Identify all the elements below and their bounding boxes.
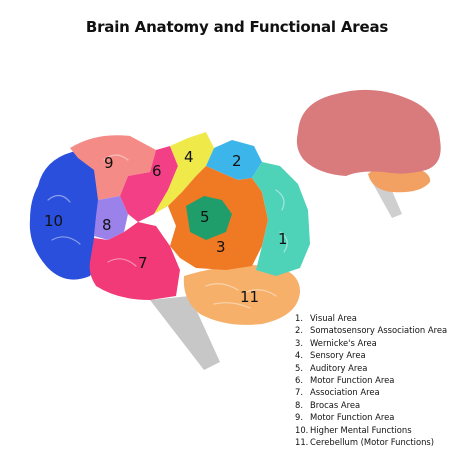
region-label-5: 5 <box>200 208 210 226</box>
legend-number: 5. <box>295 362 303 373</box>
legend-label: Motor Function Area <box>310 412 395 423</box>
main-brainstem <box>150 296 220 370</box>
region-4-sensory <box>154 132 214 214</box>
region-6-motor-function <box>120 146 178 222</box>
region-label-4: 4 <box>184 148 194 166</box>
region-label-9: 9 <box>104 154 114 172</box>
region-1-visual <box>252 162 310 276</box>
region-label-7: 7 <box>138 254 148 272</box>
region-11-cerebellum <box>183 265 300 325</box>
legend-label: Somatosensory Association Area <box>310 325 448 336</box>
region-label-2: 2 <box>232 152 242 170</box>
region-8-broca <box>94 196 128 240</box>
region-label-3: 3 <box>216 238 226 256</box>
legend-list: 1. Visual Area 2. Somatosensory Associatio… <box>295 312 447 448</box>
region-label-1: 1 <box>278 230 288 248</box>
sulci-lines <box>47 154 288 309</box>
legend-number: 9. <box>295 412 303 423</box>
region-label-6: 6 <box>152 162 162 180</box>
legend-label: Wernicke's Area <box>310 337 377 348</box>
legend-label: Motor Function Area <box>310 375 395 386</box>
legend-item: 10.Higher Mental Functions <box>295 424 447 436</box>
legend-item: 6. Motor Function Area <box>295 374 447 386</box>
legend-item: 1. Visual Area <box>295 312 447 324</box>
legend-label: Brocas Area <box>310 399 361 410</box>
diagram-title: Brain Anatomy and Functional Areas <box>85 18 389 36</box>
region-10-higher-mental <box>29 150 104 280</box>
small-brain-illustration <box>296 89 441 218</box>
region-label-10: 10 <box>44 212 63 230</box>
legend-number: 6. <box>295 375 303 386</box>
legend-item: 11.Cerebellum (Motor Functions) <box>295 436 447 448</box>
region-7-association <box>89 222 180 300</box>
region-2-somatosensory <box>206 140 262 180</box>
legend-item: 7. Association Area <box>295 386 447 398</box>
legend-item: 4. Sensory Area <box>295 349 447 361</box>
region-9-motor-function <box>70 135 156 200</box>
legend-item: 3. Wernicke's Area <box>295 337 447 349</box>
legend-label: Visual Area <box>310 313 357 323</box>
legend-number: 7. <box>295 387 303 398</box>
legend-number: 1. <box>295 313 303 323</box>
legend-label: Auditory Area <box>310 362 368 373</box>
legend-label: Cerebellum (Motor Functions) <box>310 437 435 448</box>
legend-number: 2. <box>295 325 303 336</box>
small-brainstem <box>372 182 402 218</box>
legend-number: 8. <box>295 399 303 410</box>
region-label-11: 11 <box>240 288 259 306</box>
legend-item: 2. Somatosensory Association Area <box>295 324 447 336</box>
small-cerebrum <box>296 89 441 176</box>
legend-number: 11. <box>295 437 309 448</box>
legend-number: 4. <box>295 350 303 361</box>
legend-item: 5. Auditory Area <box>295 362 447 374</box>
region-label-8: 8 <box>102 216 112 234</box>
legend-item: 9. Motor Function Area <box>295 411 447 423</box>
legend-item: 8. Brocas Area <box>295 399 447 411</box>
legend-label: Association Area <box>310 387 380 398</box>
legend-number: 10. <box>295 424 309 435</box>
main-brain: 1 2 3 4 5 6 7 8 9 10 11 <box>29 132 310 370</box>
region-5-auditory <box>186 196 232 240</box>
legend-label: Higher Mental Functions <box>310 424 412 435</box>
legend-number: 3. <box>295 337 303 348</box>
legend-label: Sensory Area <box>310 350 366 361</box>
